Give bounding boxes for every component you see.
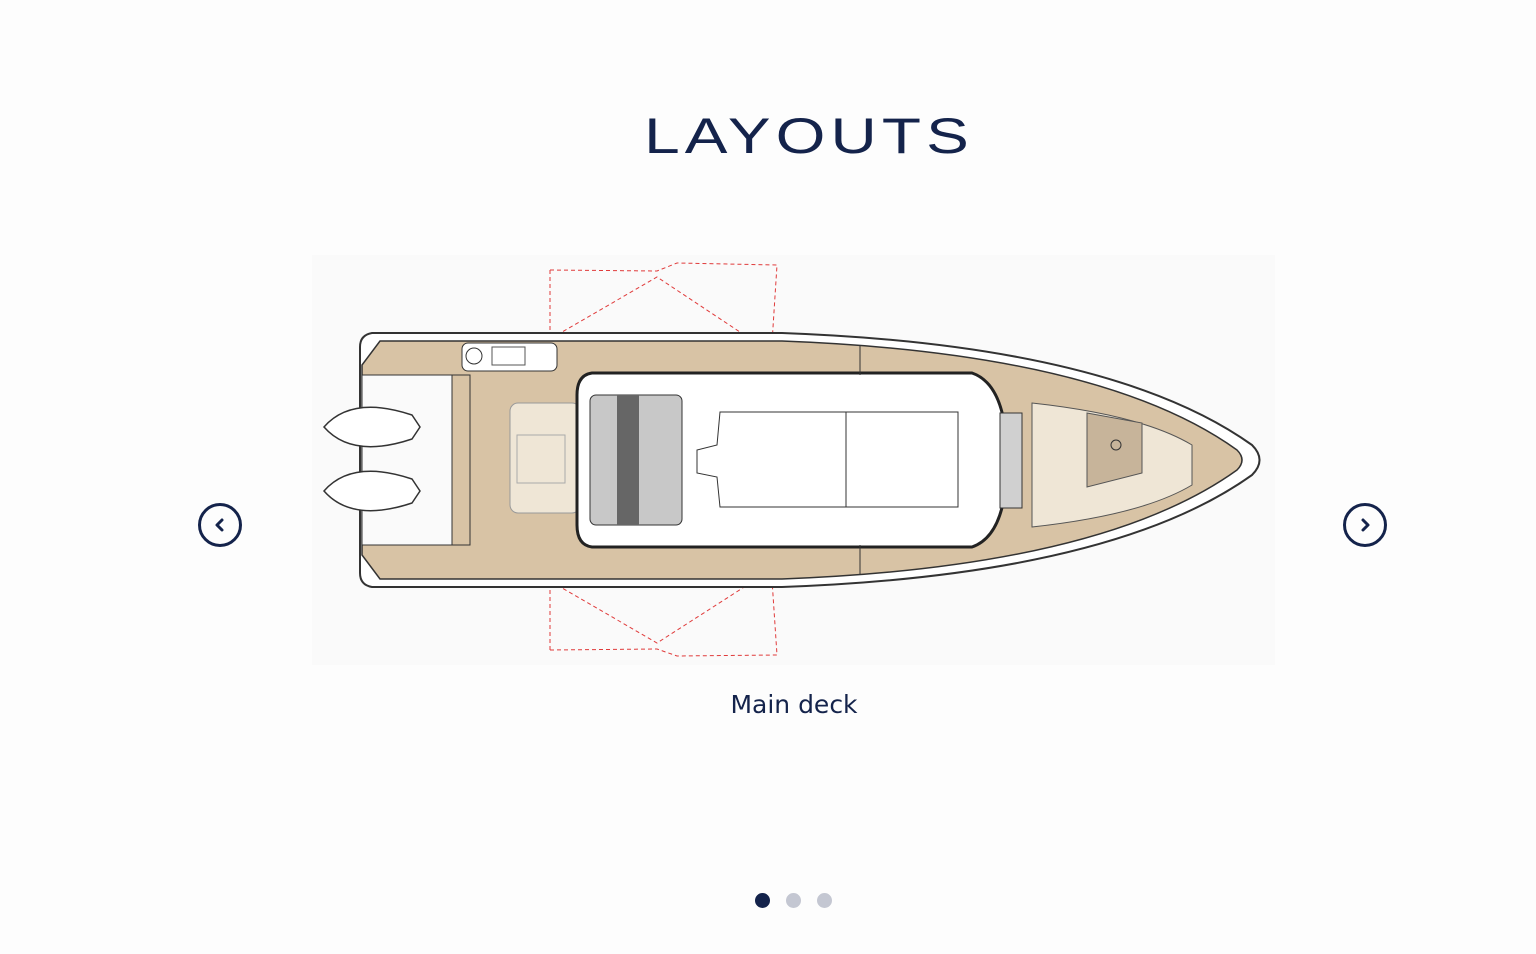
pagination-dot-3[interactable] bbox=[817, 893, 832, 908]
boat-main-deck-plan bbox=[323, 262, 1261, 657]
carousel-pagination bbox=[755, 893, 832, 908]
next-slide-button[interactable] bbox=[1343, 503, 1387, 547]
previous-slide-button[interactable] bbox=[198, 503, 242, 547]
section-title: LAYOUTS bbox=[644, 107, 974, 164]
pagination-dot-2[interactable] bbox=[786, 893, 801, 908]
chevron-left-icon bbox=[215, 518, 224, 532]
layout-slide bbox=[312, 255, 1275, 665]
chevron-right-icon bbox=[1361, 518, 1370, 532]
pagination-dot-1[interactable] bbox=[755, 893, 770, 908]
slide-caption: Main deck bbox=[730, 690, 858, 719]
